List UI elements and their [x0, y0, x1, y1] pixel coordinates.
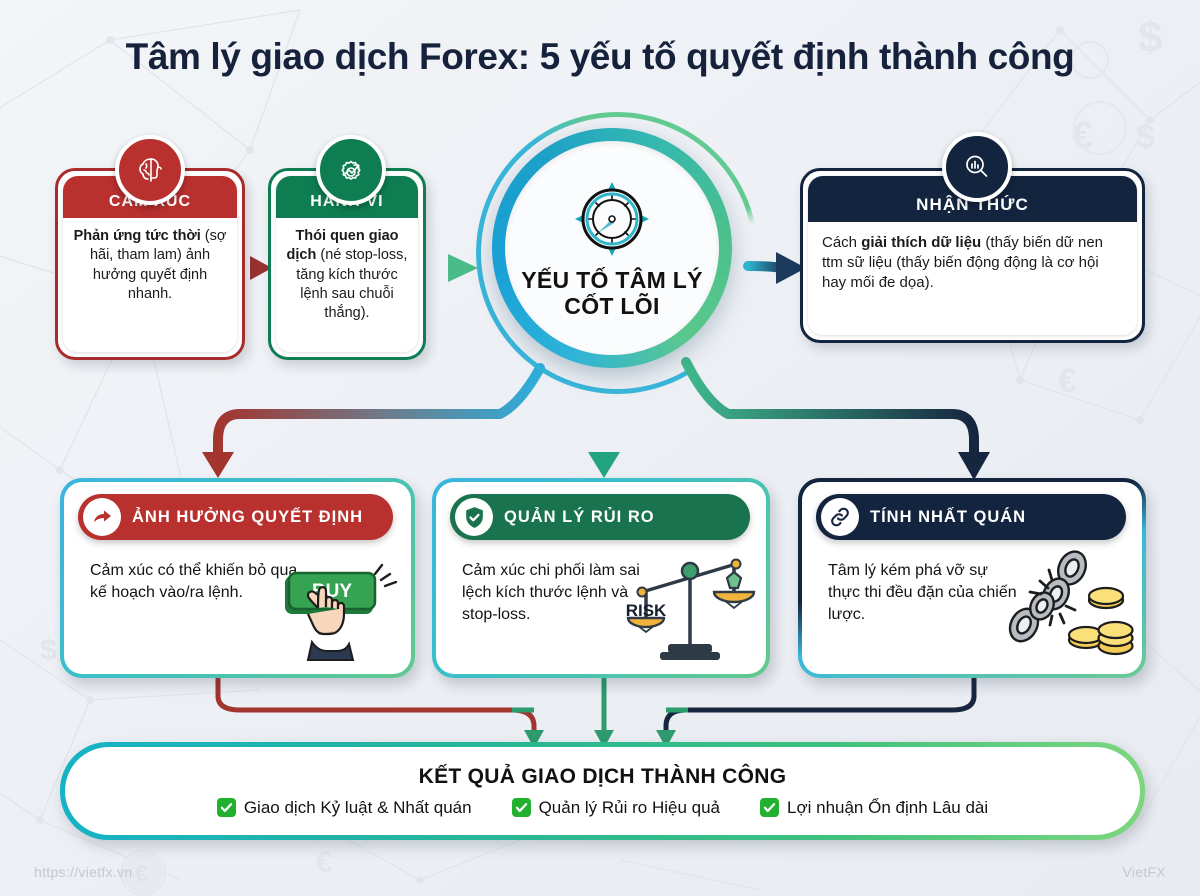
- svg-text:$: $: [40, 634, 57, 667]
- card-consistency-title: TÍNH NHẤT QUÁN: [870, 507, 1027, 526]
- hub-core-psychology: YẾU TỐ TÂM LÝ CỐT LÕI: [492, 128, 732, 368]
- gear-chart-icon: [316, 135, 386, 205]
- result-banner: KẾT QUẢ GIAO DỊCH THÀNH CÔNG Giao dịch K…: [60, 742, 1145, 840]
- svg-text:$: $: [1136, 118, 1155, 156]
- footer-url: https://vietfx.vn: [34, 864, 133, 880]
- brain-head-icon: [115, 135, 185, 205]
- risk-scale-label: RISK: [626, 601, 667, 620]
- shield-check-icon: [455, 498, 493, 536]
- hub-title-line2: CỐT LÕI: [564, 293, 660, 319]
- chain-link-icon: [821, 498, 859, 536]
- result-item: Lợi nhuận Ổn định Lâu dài: [760, 798, 988, 818]
- card-perception-body: Cách giải thích dữ liệu (thấy biến dữ ne…: [808, 222, 1137, 335]
- share-arrow-icon: [83, 498, 121, 536]
- card-perception-body-rest: (thấy biến dữ nen ttm sữ liệu (thấy biến…: [822, 234, 1104, 292]
- broken-chain-coins-illustration: [1008, 550, 1134, 656]
- balance-scale-illustration: RISK: [626, 558, 756, 660]
- svg-text:€: €: [316, 846, 333, 879]
- card-perception-body-bold: giải thích dữ liệu: [861, 234, 982, 251]
- svg-text:€: €: [1072, 115, 1093, 157]
- footer-brand: VietFX: [1122, 864, 1166, 880]
- page-title: Tâm lý giao dịch Forex: 5 yếu tố quyết đ…: [125, 36, 1075, 77]
- card-perception-body-pre: Cách: [822, 234, 862, 251]
- buy-button-hand-click-illustration: BUY: [285, 563, 398, 661]
- check-icon: [511, 798, 531, 817]
- result-banner-title: KẾT QUẢ GIAO DỊCH THÀNH CÔNG: [418, 764, 787, 788]
- card-consistency-header: TÍNH NHẤT QUÁN: [816, 494, 1126, 540]
- card-behaviour-body-rest: (né stop-loss, tăng kích thước lệnh sau …: [296, 247, 408, 322]
- result-item-label: Lợi nhuận Ổn định Lâu dài: [787, 797, 989, 817]
- card-decision-impact-body: Cảm xúc có thể khiến bỏ qua kế hoạch vào…: [90, 562, 298, 602]
- svg-text:€: €: [1058, 362, 1077, 400]
- result-item: Giao dịch Kỷ luật & Nhất quán: [216, 797, 472, 818]
- hub-title-line1: YẾU TỐ TÂM LÝ: [521, 266, 703, 293]
- result-banner-items: Giao dịch Kỷ luật & Nhất quán Quản lý Rủ…: [216, 797, 988, 818]
- card-risk-management-header: QUẢN LÝ RỦI RO: [450, 494, 750, 540]
- svg-text:$: $: [1138, 13, 1162, 62]
- card-emotion-body: Phản ứng tức thời (sợ hãi, tham lam) ảnh…: [63, 218, 237, 352]
- compass-icon: [575, 181, 649, 256]
- card-emotion-body-rest: (sợ hãi, tham lam) ảnh hưởng quyết định …: [89, 228, 227, 302]
- result-item-label: Quản lý Rủi ro Hiệu quả: [538, 797, 721, 817]
- card-behaviour-body-bold: Thói quen giao dịch: [286, 228, 399, 264]
- card-decision-impact-header: ẢNH HƯỞNG QUYẾT ĐỊNH: [78, 494, 393, 540]
- card-consistency: TÍNH NHẤT QUÁN Tâm lý kém phá vỡ sự thực…: [798, 478, 1146, 678]
- magnifier-chart-icon: [942, 132, 1012, 202]
- svg-text:€: €: [135, 861, 147, 886]
- card-emotion-body-bold: Phản ứng tức thời: [73, 228, 201, 244]
- card-decision-impact-title: ẢNH HƯỞNG QUYẾT ĐỊNH: [132, 507, 364, 526]
- check-icon: [760, 798, 780, 817]
- check-icon: [216, 798, 236, 817]
- card-risk-management: QUẢN LÝ RỦI RO Cảm xúc chi phối làm sai …: [432, 478, 770, 678]
- card-risk-management-body: Cảm xúc chi phối làm sai lệch kích thước…: [462, 562, 640, 624]
- hub-title: YẾU TỐ TÂM LÝ CỐT LÕI: [521, 267, 703, 319]
- result-item-label: Giao dịch Kỷ luật & Nhất quán: [243, 797, 472, 817]
- card-risk-management-title: QUẢN LÝ RỦI RO: [504, 507, 655, 526]
- card-decision-impact: ẢNH HƯỞNG QUYẾT ĐỊNH Cảm xúc có thể khiế…: [60, 478, 415, 678]
- card-behaviour-body: Thói quen giao dịch (né stop-loss, tăng …: [276, 218, 418, 352]
- result-item: Quản lý Rủi ro Hiệu quả: [511, 797, 721, 818]
- card-consistency-body: Tâm lý kém phá vỡ sự thực thi đều đặn củ…: [828, 562, 1017, 624]
